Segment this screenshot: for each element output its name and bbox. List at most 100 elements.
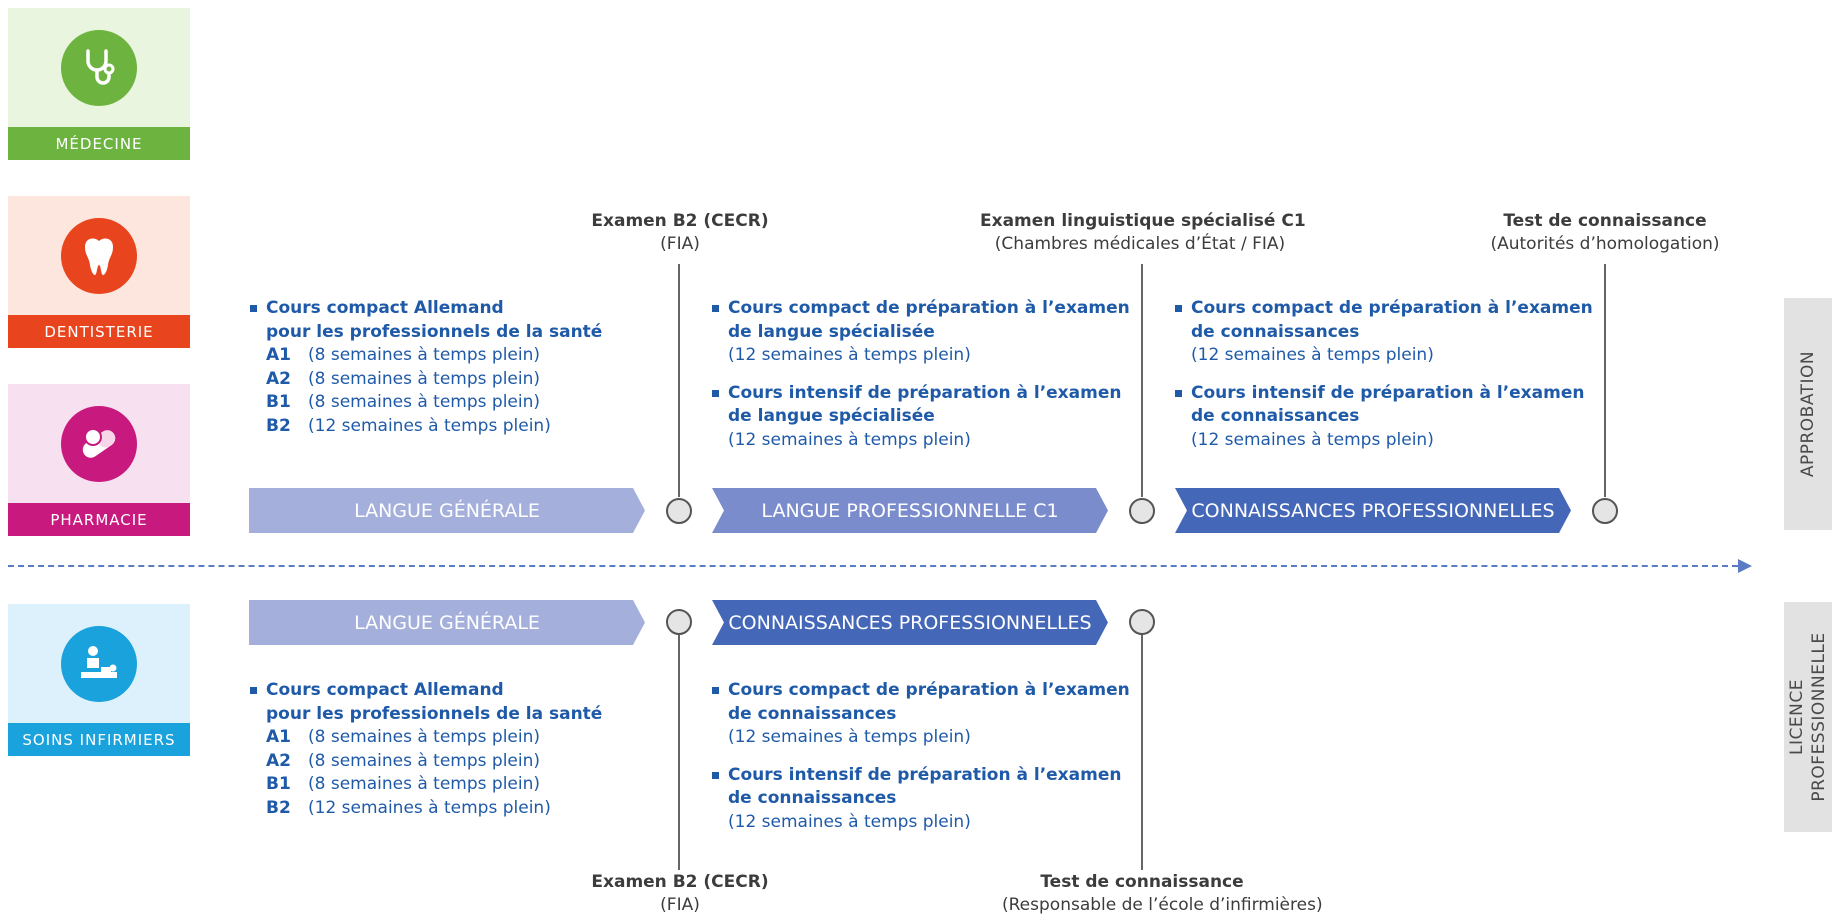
milestone-line <box>678 264 680 497</box>
phase-arrow-professional-knowledge-lower: CONNAISSANCES PROFESSIONNELLES <box>712 600 1108 645</box>
milestone-line <box>1141 264 1143 497</box>
level-row: A2 (8 semaines à temps plein) <box>248 368 608 392</box>
milestone-node <box>666 498 692 524</box>
exam-authority: (Chambres médicales d’État / FIA) <box>994 234 1286 254</box>
timeline-divider <box>8 565 1738 567</box>
exam-c1-upper: Examen linguistique spécialisé C1 (Chamb… <box>980 210 1306 256</box>
exam-title: Examen linguistique spécialisé C1 <box>980 211 1306 231</box>
course-block-professional-knowledge-lower: Cours compact de préparation à l’examen … <box>710 679 1130 834</box>
level-row: B1 (8 semaines à temps plein) <box>248 391 608 415</box>
course-duration: (12 semaines à temps plein) <box>1191 345 1434 365</box>
level-duration: (8 semaines à temps plein) <box>308 368 541 389</box>
exam-knowledge-upper: Test de connaissance (Autorités d’homolo… <box>1490 210 1720 256</box>
course-heading: Cours compact Allemand <box>248 297 608 321</box>
exam-authority: (Autorités d’homologation) <box>1490 234 1720 254</box>
phase-arrow-professional-language: LANGUE PROFESSIONNELLE C1 <box>712 488 1108 533</box>
course-heading: Cours compact de préparation à l’examen <box>710 297 1130 321</box>
side-label-text: LICENCE PROFESSIONNELLE <box>1786 632 1830 801</box>
course-heading-line2: de connaissances <box>1191 321 1360 342</box>
course-heading-line2: de langue spécialisée <box>728 321 935 342</box>
level-code: A2 <box>266 368 291 389</box>
side-label-line1: LICENCE <box>1787 679 1807 755</box>
profession-label: SOINS INFIRMIERS <box>8 723 190 756</box>
course-heading: Cours compact de préparation à l’examen <box>710 679 1130 703</box>
level-duration: (8 semaines à temps plein) <box>308 345 541 365</box>
tooth-icon <box>61 218 137 294</box>
course-block-professional-knowledge: Cours compact de préparation à l’examen … <box>1173 297 1593 452</box>
course-heading: Cours intensif de préparation à l’examen <box>1173 382 1593 406</box>
level-code: B2 <box>266 415 291 436</box>
level-duration: (12 semaines à temps plein) <box>308 415 551 436</box>
level-duration: (8 semaines à temps plein) <box>308 774 541 794</box>
exam-title: Examen B2 (CECR) <box>591 211 769 231</box>
level-row: A1 (8 semaines à temps plein) <box>248 344 608 368</box>
profession-card-soins-infirmiers: SOINS INFIRMIERS <box>8 604 190 756</box>
phase-arrow-general-language: LANGUE GÉNÉRALE <box>249 488 645 533</box>
exam-b2-lower: Examen B2 (CECR) (FIA) <box>580 871 780 917</box>
level-duration: (12 semaines à temps plein) <box>308 797 551 818</box>
course-duration: (12 semaines à temps plein) <box>728 811 971 832</box>
course-heading: Cours compact de préparation à l’examen <box>1173 297 1593 321</box>
course-block-general-language: Cours compact Allemand pour les professi… <box>248 297 608 438</box>
profession-label: MÉDECINE <box>8 127 190 160</box>
exam-title: Test de connaissance <box>1503 211 1707 231</box>
profession-card-dentisterie: DENTISTERIE <box>8 196 190 348</box>
course-duration: (12 semaines à temps plein) <box>728 345 971 365</box>
level-duration: (8 semaines à temps plein) <box>308 392 541 412</box>
course-heading: Cours intensif de préparation à l’examen <box>710 764 1130 788</box>
course-duration: (12 semaines à temps plein) <box>1191 429 1434 450</box>
course-block-professional-language: Cours compact de préparation à l’examen … <box>710 297 1130 452</box>
exam-title: Examen B2 (CECR) <box>591 872 769 892</box>
level-code: A1 <box>266 345 291 365</box>
course-heading: Cours intensif de préparation à l’examen <box>710 382 1130 406</box>
level-row: A2 (8 semaines à temps plein) <box>248 750 608 774</box>
side-label-line2: PROFESSIONNELLE <box>1809 632 1829 802</box>
profession-label: DENTISTERIE <box>8 315 190 348</box>
exam-knowledge-lower: Test de connaissance (Responsable de l’é… <box>1002 871 1323 917</box>
milestone-line <box>678 622 680 870</box>
patient-care-icon <box>61 626 137 702</box>
phase-arrow-general-language-lower: LANGUE GÉNÉRALE <box>249 600 645 645</box>
level-code: B1 <box>266 774 291 794</box>
level-code: B1 <box>266 392 291 412</box>
side-label-text: APPROBATION <box>1798 350 1818 478</box>
course-heading: Cours compact Allemand <box>248 679 608 703</box>
course-heading-line2: de langue spécialisée <box>728 406 935 426</box>
exam-title: Test de connaissance <box>1040 872 1244 892</box>
side-label-licence: LICENCE PROFESSIONNELLE <box>1784 602 1832 832</box>
course-duration: (12 semaines à temps plein) <box>728 727 971 747</box>
course-heading-line2: de connaissances <box>728 703 897 724</box>
course-heading-line2: de connaissances <box>728 788 897 808</box>
course-block-general-language-lower: Cours compact Allemand pour les professi… <box>248 679 608 820</box>
milestone-line <box>1141 622 1143 870</box>
side-label-approbation: APPROBATION <box>1784 298 1832 530</box>
milestone-node <box>1129 609 1155 635</box>
milestone-node <box>1592 498 1618 524</box>
profession-card-pharmacie: PHARMACIE <box>8 384 190 536</box>
level-code: A1 <box>266 727 291 747</box>
phase-arrow-professional-knowledge: CONNAISSANCES PROFESSIONNELLES <box>1175 488 1571 533</box>
course-heading-line2: pour les professionnels de la santé <box>266 321 603 342</box>
exam-authority: (FIA) <box>660 234 700 254</box>
level-code: B2 <box>266 797 291 818</box>
timeline-arrowhead-icon <box>1738 559 1752 573</box>
course-heading-line2: pour les professionnels de la santé <box>266 703 603 724</box>
level-duration: (8 semaines à temps plein) <box>308 750 541 771</box>
profession-card-medecine: MÉDECINE <box>8 8 190 160</box>
level-code: A2 <box>266 750 291 771</box>
course-duration: (12 semaines à temps plein) <box>728 429 971 450</box>
stethoscope-icon <box>61 30 137 106</box>
course-heading-line2: de connaissances <box>1191 406 1360 426</box>
level-row: B2 (12 semaines à temps plein) <box>248 415 608 439</box>
level-row: A1(8 semaines à temps plein) <box>248 726 608 750</box>
exam-b2-upper: Examen B2 (CECR) (FIA) <box>580 210 780 256</box>
milestone-node <box>666 609 692 635</box>
level-row: B1 (8 semaines à temps plein) <box>248 773 608 797</box>
profession-label: PHARMACIE <box>8 503 190 536</box>
exam-authority: (Responsable de l’école d’infirmières) <box>1002 895 1323 915</box>
exam-authority: (FIA) <box>660 895 700 915</box>
milestone-line <box>1604 264 1606 497</box>
level-row: B2 (12 semaines à temps plein) <box>248 797 608 821</box>
milestone-node <box>1129 498 1155 524</box>
pill-icon <box>61 406 137 482</box>
